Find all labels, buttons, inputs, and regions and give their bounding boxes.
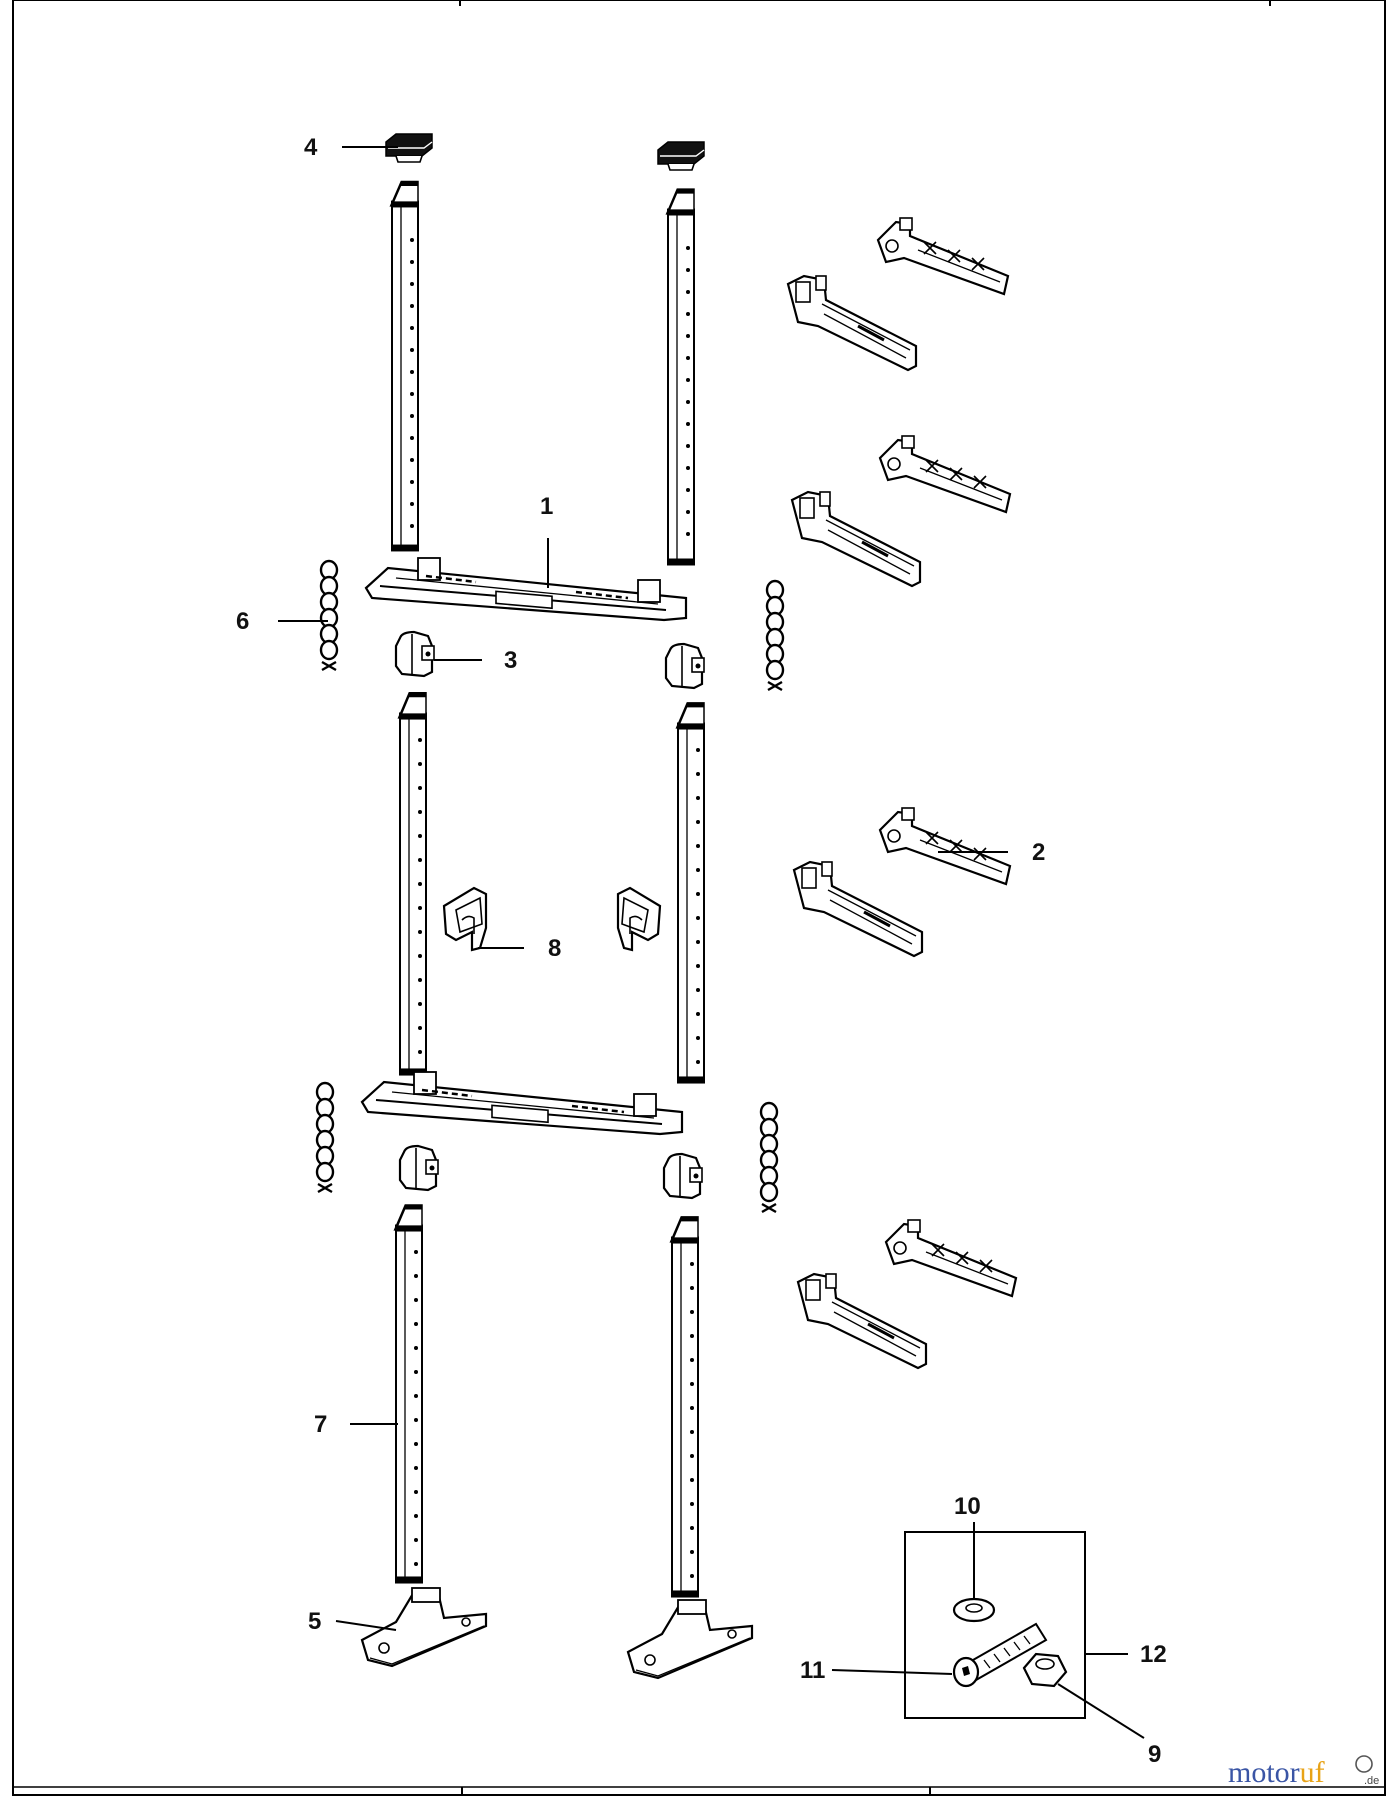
watermark-logo: motoruf .de	[1228, 1755, 1379, 1789]
hardware-kit-part-12	[904, 1531, 1086, 1719]
post-mid-left	[400, 695, 426, 1072]
arm-bracket-part-2-row4	[884, 1218, 1018, 1298]
foot-part-5-right	[626, 1598, 754, 1680]
leader-lines	[278, 146, 1145, 1739]
arm-bracket-part-2-row1	[876, 216, 1010, 296]
callout-11: 11	[800, 1657, 825, 1684]
callout-3: 3	[504, 647, 517, 674]
beam-part-1-lower	[360, 1070, 684, 1136]
clamp-part-3-lower-left	[398, 1144, 440, 1192]
callout-4: 4	[304, 134, 318, 161]
post-low-left	[396, 1207, 422, 1580]
slide-arm-row4	[796, 1272, 928, 1370]
callout-10: 10	[954, 1493, 981, 1520]
slide-arm-row1	[786, 274, 918, 372]
callout-7: 7	[314, 1411, 327, 1438]
watermark-suffix: .de	[1364, 1775, 1379, 1787]
chain-part-6-lower-right	[759, 1101, 779, 1214]
chain-part-6-upper-left	[319, 559, 339, 672]
corner-bracket-part-8-right	[616, 886, 662, 952]
corner-bracket-part-8-left	[442, 886, 488, 952]
hardware-kit-box	[904, 1531, 1086, 1719]
clamp-part-3-upper-left	[394, 630, 436, 678]
diagram-frame	[12, 0, 1386, 1796]
post-mid-right	[678, 705, 704, 1080]
post-low-right	[672, 1219, 698, 1594]
post-top-left	[392, 183, 418, 548]
nut-part-9	[1022, 1652, 1068, 1688]
clamp-part-3-lower-right	[662, 1152, 704, 1200]
washer-part-10	[952, 1597, 996, 1623]
beam-part-1-upper	[364, 556, 688, 622]
callout-2: 2	[1032, 839, 1045, 866]
clamp-part-3-upper-right	[664, 642, 706, 690]
callout-1: 1	[540, 493, 553, 520]
cap-part-4-right	[657, 141, 705, 171]
svg-text:motoruf: motoruf	[1228, 1756, 1325, 1789]
chain-part-6-lower-left	[315, 1081, 335, 1194]
slide-arm-row3	[792, 860, 924, 958]
post-top-right	[668, 191, 694, 562]
callout-9: 9	[1148, 1741, 1161, 1768]
copyright-icon	[1355, 1755, 1373, 1773]
arm-bracket-part-2-row2	[878, 434, 1012, 514]
callout-6: 6	[236, 608, 249, 635]
arm-bracket-part-2-row3	[878, 806, 1012, 886]
chain-part-6-upper-right	[765, 579, 785, 692]
callout-12: 12	[1140, 1641, 1167, 1668]
callout-5: 5	[308, 1608, 321, 1635]
watermark-part-b: uf	[1300, 1756, 1325, 1789]
watermark-part-a: motor	[1228, 1756, 1300, 1789]
callout-8: 8	[548, 935, 561, 962]
slide-arm-row2	[790, 490, 922, 588]
bolt-part-11	[952, 1622, 1048, 1688]
post-perforations	[410, 238, 700, 1578]
